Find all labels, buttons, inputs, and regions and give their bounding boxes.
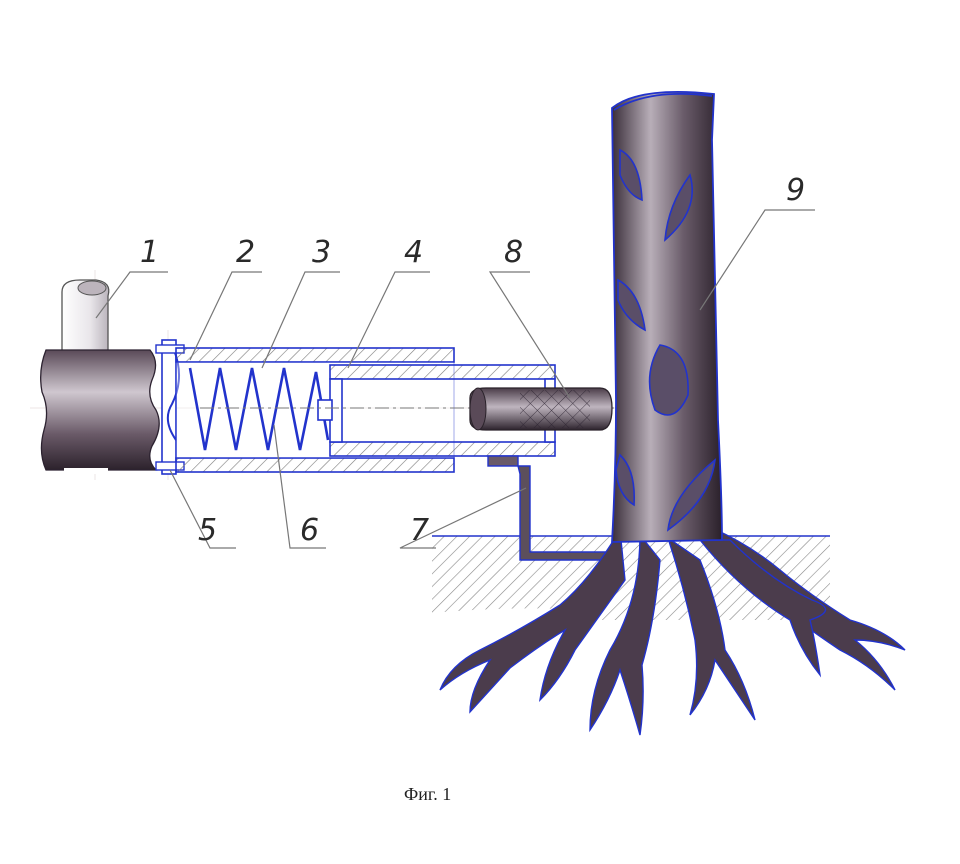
callout-1: 1: [140, 235, 159, 270]
bark-spots: [615, 148, 717, 532]
tree-trunk: [611, 90, 723, 543]
callout-2: 2: [236, 235, 255, 270]
figure-caption: Фиг. 1: [404, 784, 451, 804]
callout-3: 3: [312, 235, 331, 270]
callout-6: 6: [300, 513, 319, 548]
roller: [469, 387, 613, 431]
callout-labels: 1 2 3 4 8 9 5 6 7: [140, 173, 805, 548]
callout-8: 8: [504, 235, 523, 270]
vertical-handle: [61, 279, 110, 353]
leader-lines: [95, 209, 815, 549]
callout-4: 4: [404, 235, 423, 270]
callout-7: 7: [410, 513, 429, 548]
compression-spring: [188, 367, 330, 451]
callout-5: 5: [198, 513, 217, 548]
main-pipe: [40, 349, 160, 474]
tree-roots: [439, 527, 906, 736]
callout-9: 9: [786, 173, 805, 208]
slider-rod: [317, 364, 556, 457]
